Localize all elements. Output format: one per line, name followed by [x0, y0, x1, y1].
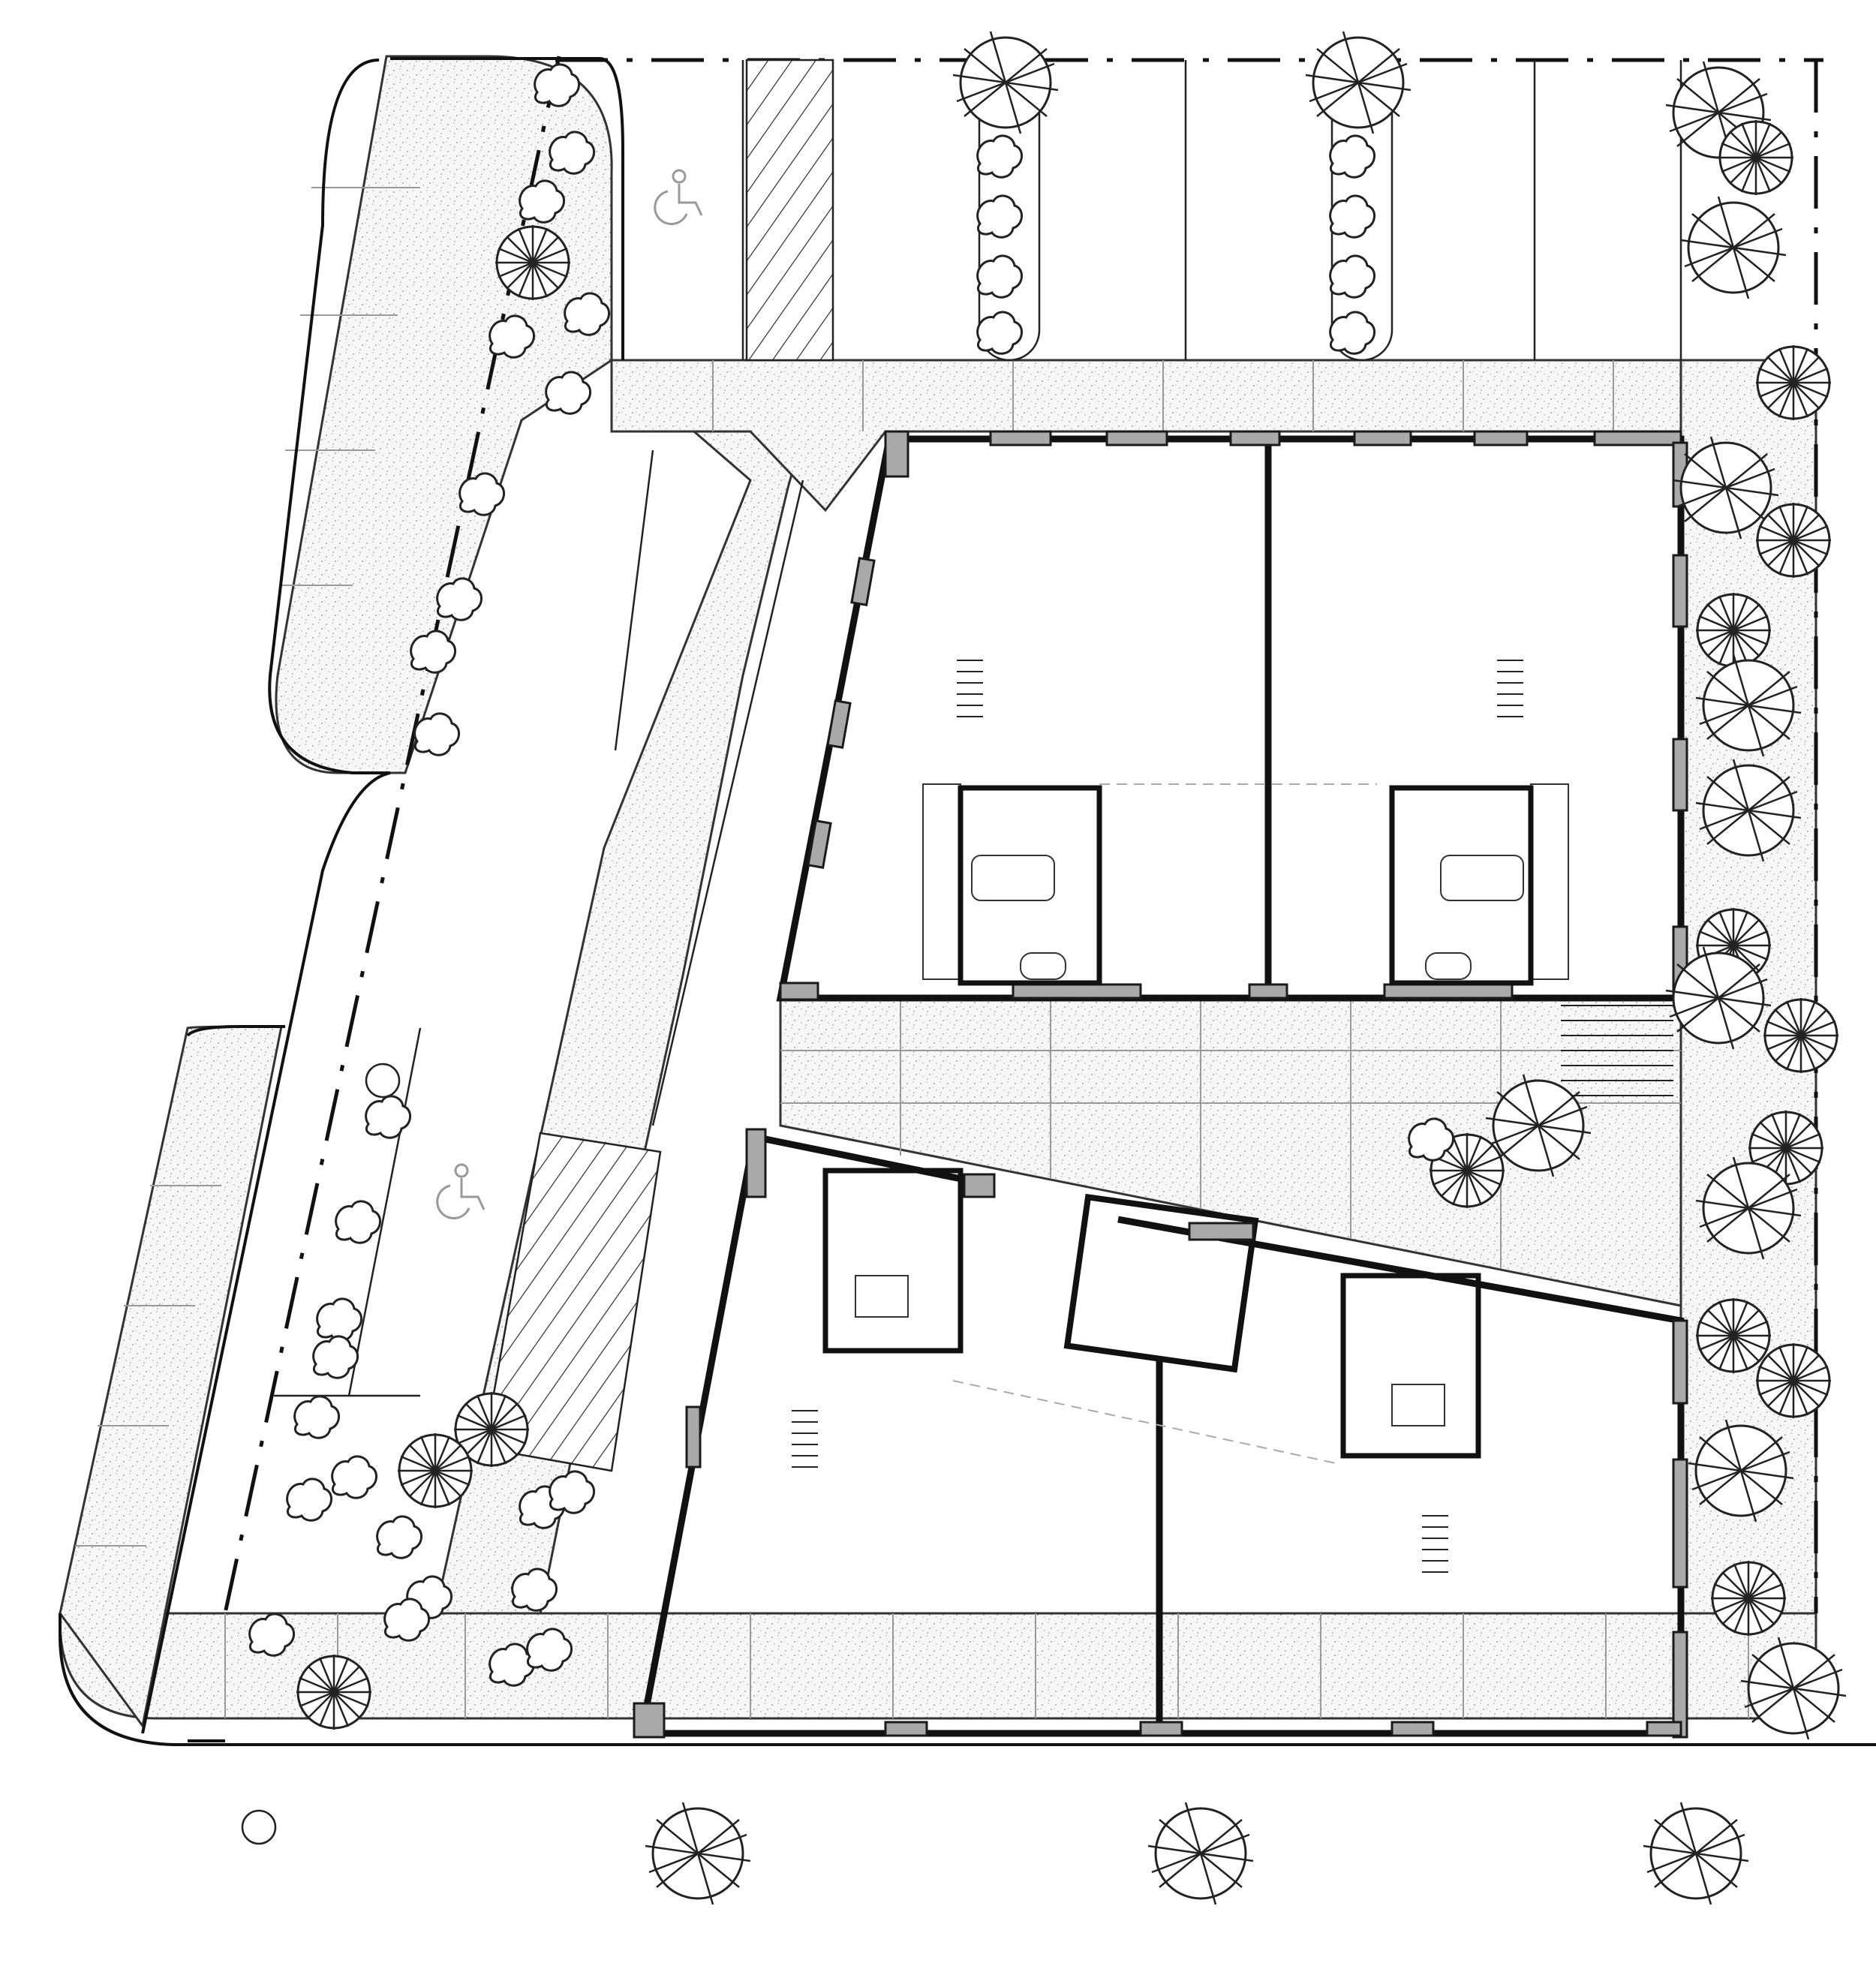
tree-icon [1762, 997, 1840, 1075]
curbs [59, 57, 1876, 1746]
bollard [365, 1063, 401, 1099]
shrub-icon [976, 134, 1024, 179]
top-access-aisle [745, 59, 834, 362]
shrub-icon [376, 1515, 423, 1559]
tree-icon [494, 224, 572, 302]
shrub-icon [976, 311, 1024, 355]
tree-icon [1694, 1297, 1772, 1375]
shrub-icon [1329, 134, 1376, 179]
tree-icon [1709, 1559, 1787, 1637]
tree-icon [1754, 344, 1832, 422]
shrub-icon [316, 1297, 363, 1342]
upper-left-core [922, 783, 1377, 986]
shrub-icon [335, 1200, 382, 1244]
shrub-icon [436, 577, 483, 621]
bollard [241, 1809, 277, 1845]
upper-right-core [1389, 783, 1569, 986]
accessible-parking-icon [654, 169, 703, 225]
tree-icon [1147, 1801, 1255, 1906]
shrub-icon [976, 254, 1024, 299]
shrub-icon [976, 194, 1024, 239]
lower-right-stair [1422, 1515, 1448, 1573]
tree-icon [1754, 1342, 1832, 1420]
shrub-icon [365, 1095, 412, 1139]
tree-icon [396, 1432, 474, 1510]
shrub-icon [331, 1455, 378, 1499]
shrub-icon [286, 1478, 333, 1522]
shrub-icon [511, 1568, 558, 1612]
tree-icon [1717, 119, 1795, 197]
parking-lot [223, 55, 1823, 1845]
lower-building [633, 1005, 1688, 1739]
tree-icon [1679, 195, 1787, 300]
tree-icon [1642, 1801, 1750, 1906]
courtyard-steps [1561, 1005, 1673, 1096]
shrub-icon [312, 1335, 359, 1379]
accessible-parking-icon [436, 1163, 486, 1219]
tree-icon [1304, 30, 1412, 135]
shrub-icon [1329, 311, 1376, 355]
tree-icon [1754, 501, 1832, 579]
shrub-icon [1329, 254, 1376, 299]
upper-right-stair [1497, 660, 1523, 717]
lower-left-stair [792, 1410, 818, 1468]
shrub-icon [549, 1470, 596, 1514]
upper-left-stair [957, 660, 983, 717]
left-access-aisle [483, 1132, 662, 1472]
shrub-icon [293, 1395, 341, 1439]
shrub-icon [1329, 194, 1376, 239]
shrub-icon [413, 712, 461, 756]
tree-icon [952, 30, 1060, 135]
upper-building [776, 430, 1688, 1002]
tree-icon [644, 1801, 752, 1906]
tree-icon [295, 1653, 373, 1731]
